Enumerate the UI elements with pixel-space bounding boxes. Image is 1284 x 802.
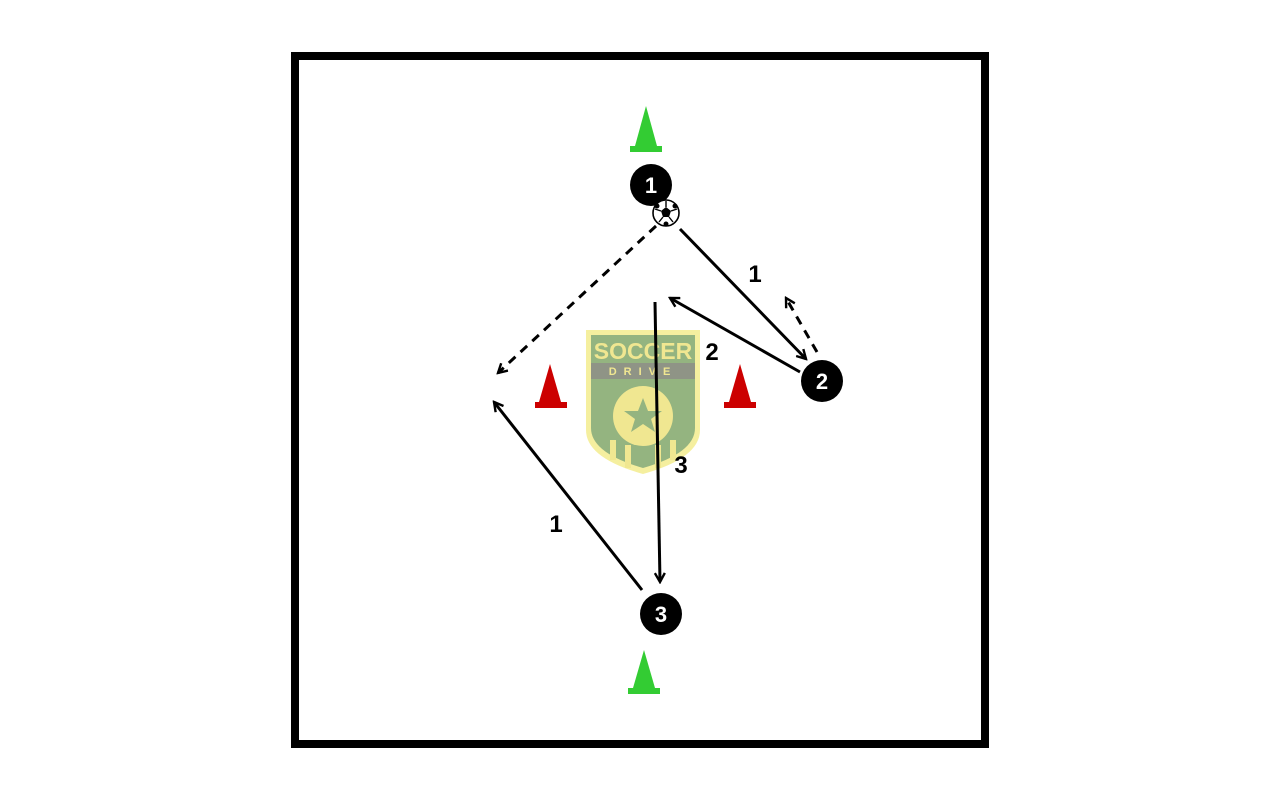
red-cone-right <box>724 364 756 408</box>
player-1: 1 <box>630 164 672 206</box>
soccer-ball-icon <box>652 199 680 227</box>
logo-line2: DRIVE <box>609 366 678 378</box>
run-path-1-left <box>498 224 658 373</box>
player-2: 2 <box>801 360 843 402</box>
step-label-1-upper: 1 <box>748 261 761 288</box>
player-1-number: 1 <box>645 173 657 198</box>
red-cone-left <box>535 364 567 408</box>
step-label-1-lower: 1 <box>549 511 562 538</box>
player-2-number: 2 <box>816 369 828 394</box>
pass-3-to-left <box>494 402 644 591</box>
green-cone-top <box>630 106 662 152</box>
pass-2-to-center <box>670 296 801 374</box>
pass-center-to-3 <box>653 301 660 582</box>
run-path-2-up <box>784 298 819 353</box>
step-label-2: 2 <box>705 339 718 366</box>
green-cone-bottom <box>628 650 660 694</box>
player-3: 3 <box>640 593 682 635</box>
logo-line1: SOCCER <box>594 338 693 364</box>
pass-1-to-2 <box>678 227 806 359</box>
step-label-3: 3 <box>674 452 687 479</box>
player-3-number: 3 <box>655 602 667 627</box>
